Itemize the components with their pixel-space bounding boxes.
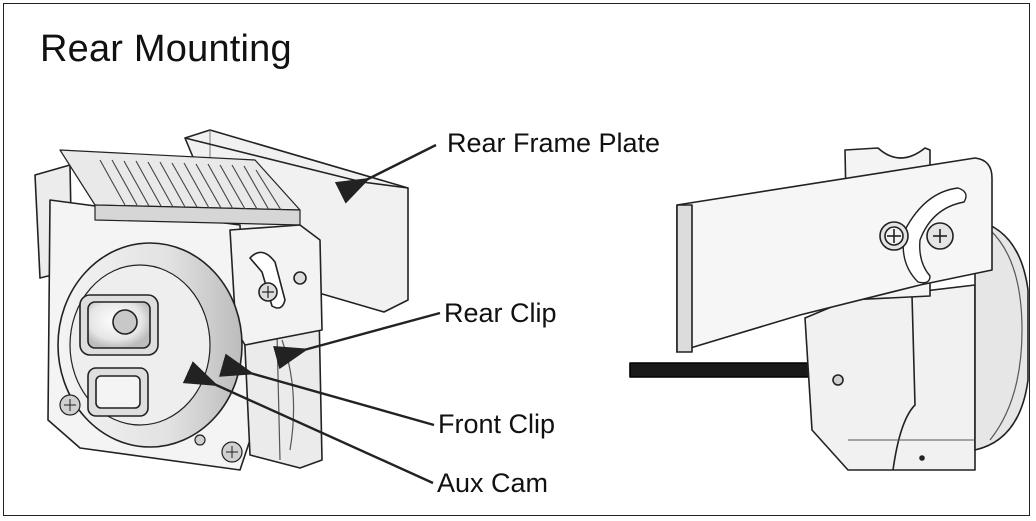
label-front-clip: Front Clip bbox=[438, 409, 556, 439]
side-camera-body bbox=[804, 284, 976, 471]
right-side-view bbox=[629, 147, 1029, 471]
leader-arrows bbox=[182, 143, 441, 485]
label-rear-frame-plate: Rear Frame Plate bbox=[447, 128, 661, 158]
arrow-aux-cam bbox=[182, 361, 434, 485]
label-rear-clip: Rear Clip bbox=[444, 298, 557, 328]
adjustment-slot bbox=[902, 187, 967, 284]
arrow-rear-clip bbox=[273, 311, 441, 370]
side-lens-ring bbox=[974, 219, 1029, 451]
fin-lines bbox=[99, 159, 282, 211]
arrow-rear-frame-plate bbox=[334, 143, 437, 204]
side-rear-frame-plate bbox=[676, 157, 993, 353]
arrow-front-clip bbox=[219, 353, 435, 427]
main-lens bbox=[112, 309, 138, 335]
left-camera-assembly bbox=[34, 129, 409, 471]
diagram-title: Rear Mounting bbox=[40, 28, 292, 70]
label-aux-cam: Aux Cam bbox=[437, 468, 549, 498]
diagram-frame bbox=[3, 3, 1030, 516]
